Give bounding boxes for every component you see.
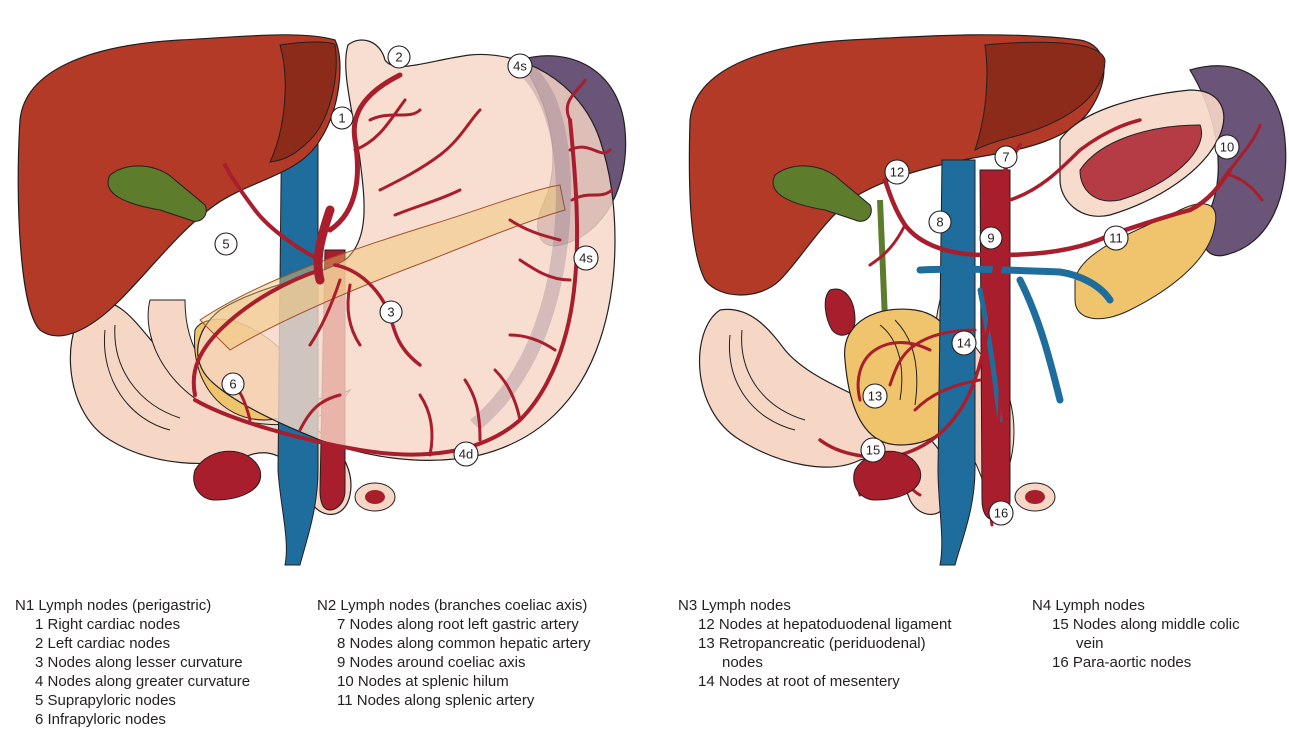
legend-item: 16 Para-aortic nodes	[1032, 653, 1240, 672]
svg-text:5: 5	[222, 237, 229, 252]
svg-text:12: 12	[890, 165, 904, 180]
svg-text:1: 1	[338, 111, 345, 126]
svg-text:13: 13	[868, 389, 882, 404]
svg-text:9: 9	[987, 231, 994, 246]
legend-item: 12 Nodes at hepatoduodenal ligament	[678, 615, 952, 634]
legend-n4: N4 Lymph nodes 15 Nodes along middle col…	[1032, 596, 1240, 672]
node-marker: 2	[388, 46, 410, 68]
node-marker: 4s	[508, 54, 532, 78]
legend-item: 13 Retropancreatic (periduodenal)	[678, 634, 952, 653]
svg-text:4s: 4s	[579, 251, 593, 266]
legend-header: N3 Lymph nodes	[678, 596, 952, 615]
legend-item: 10 Nodes at splenic hilum	[317, 672, 590, 691]
node-marker: 5	[215, 233, 237, 255]
node-marker: 13	[863, 384, 887, 408]
node-marker: 1	[331, 107, 353, 129]
anatomy-illustration: 1 2 3 4s 4s 4d 5 6 7 8 9 10 11 12 13 14 …	[0, 0, 1289, 590]
legend-header: N4 Lymph nodes	[1032, 596, 1240, 615]
legend-n3: N3 Lymph nodes 12 Nodes at hepatoduodena…	[678, 596, 952, 691]
legend-n2: N2 Lymph nodes (branches coeliac axis) 7…	[317, 596, 590, 710]
legend-item: 5 Suprapyloric nodes	[15, 691, 250, 710]
node-marker: 4d	[454, 442, 478, 466]
node-marker: 14	[952, 331, 976, 355]
legend-n1: N1 Lymph nodes (perigastric) 1 Right car…	[15, 596, 250, 729]
svg-text:8: 8	[936, 215, 943, 230]
svg-text:14: 14	[957, 336, 971, 351]
right-figure	[689, 35, 1285, 565]
svg-text:2: 2	[395, 50, 402, 65]
node-marker: 12	[885, 160, 909, 184]
node-marker: 15	[861, 438, 885, 462]
legend-item: 7 Nodes along root left gastric artery	[317, 615, 590, 634]
legend-item-continuation: nodes	[678, 653, 952, 672]
legend-item: 9 Nodes around coeliac axis	[317, 653, 590, 672]
legend-item-continuation: vein	[1032, 634, 1240, 653]
legend-item: 8 Nodes along common hepatic artery	[317, 634, 590, 653]
svg-text:7: 7	[1002, 150, 1009, 165]
node-marker: 16	[989, 501, 1013, 525]
node-marker: 6	[222, 373, 244, 395]
node-marker: 8	[929, 211, 951, 233]
legend-item: 15 Nodes along middle colic	[1032, 615, 1240, 634]
node-marker: 9	[980, 227, 1002, 249]
svg-text:4s: 4s	[513, 59, 527, 74]
svg-text:3: 3	[387, 305, 394, 320]
svg-text:10: 10	[1220, 140, 1234, 155]
legend-item: 3 Nodes along lesser curvature	[15, 653, 250, 672]
node-marker: 10	[1215, 135, 1239, 159]
node-marker: 3	[380, 301, 402, 323]
svg-text:11: 11	[1109, 231, 1123, 246]
legend-item: 4 Nodes along greater curvature	[15, 672, 250, 691]
legend-item: 1 Right cardiac nodes	[15, 615, 250, 634]
right-pancreas-tail	[1075, 204, 1216, 319]
legend-header: N2 Lymph nodes (branches coeliac axis)	[317, 596, 590, 615]
svg-text:16: 16	[994, 506, 1008, 521]
legend-header: N1 Lymph nodes (perigastric)	[15, 596, 250, 615]
legend-item: 2 Left cardiac nodes	[15, 634, 250, 653]
node-marker: 7	[995, 146, 1017, 168]
legend-item: 6 Infrapyloric nodes	[15, 710, 250, 729]
svg-text:6: 6	[229, 377, 236, 392]
legend-item: 14 Nodes at root of mesentery	[678, 672, 952, 691]
legend-item: 11 Nodes along splenic artery	[317, 691, 590, 710]
svg-text:15: 15	[866, 443, 880, 458]
node-marker: 11	[1104, 226, 1128, 250]
left-figure	[18, 35, 625, 565]
node-marker: 4s	[574, 246, 598, 270]
svg-text:4d: 4d	[459, 447, 473, 462]
